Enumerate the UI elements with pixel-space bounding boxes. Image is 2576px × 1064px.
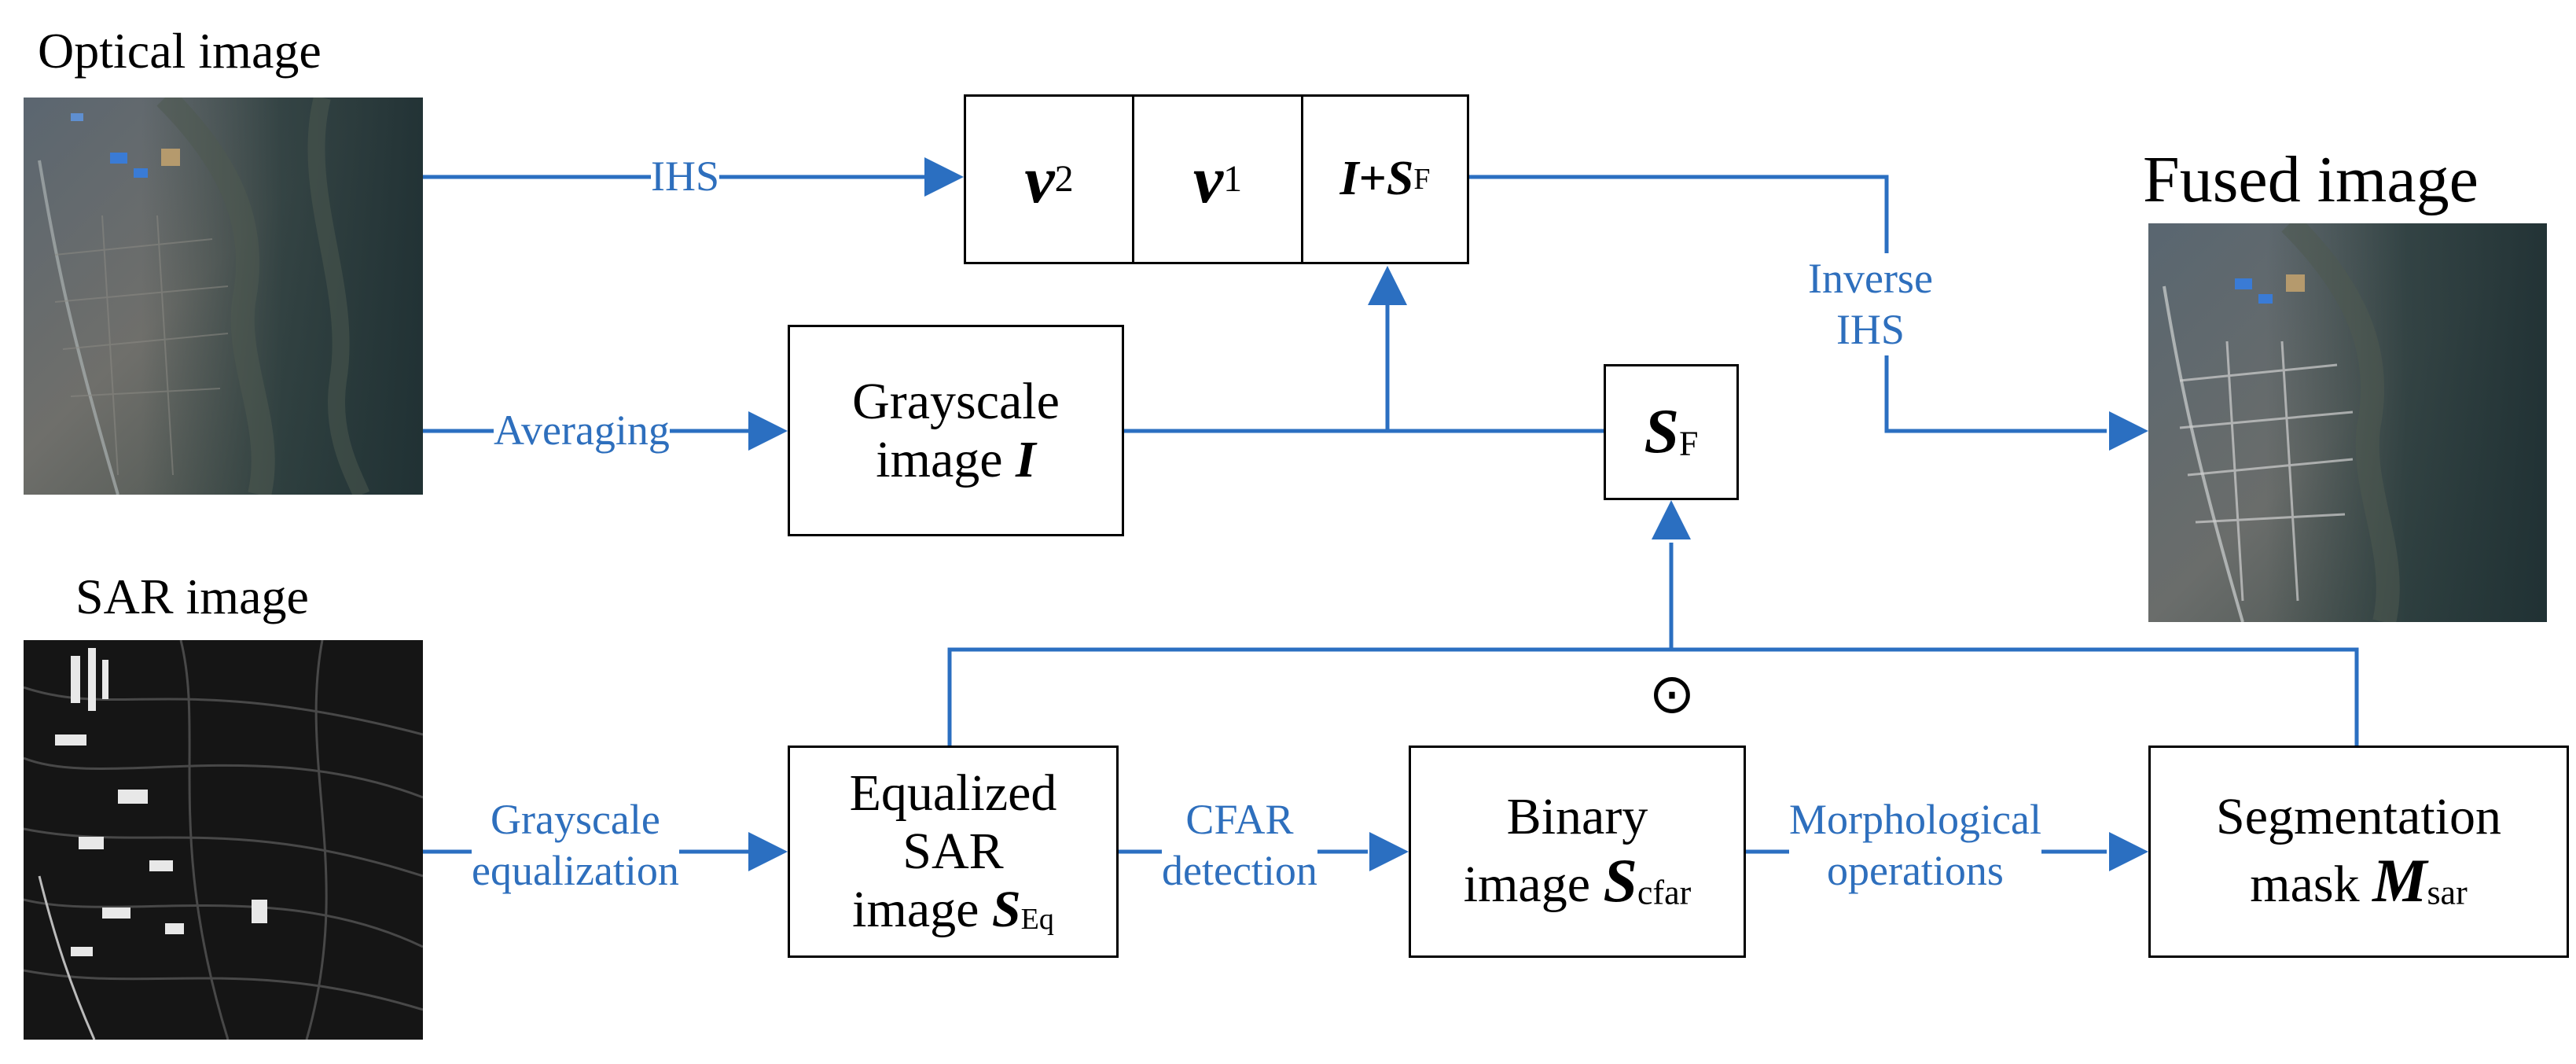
s-symbol: S (1386, 152, 1414, 206)
equalized-line3: image SEq (850, 881, 1057, 939)
ihs-label: IHS (651, 151, 720, 202)
segmentation-mask-box: Segmentation mask Msar (2148, 746, 2569, 958)
morphological-operations-label: Morphological operations (1789, 794, 2041, 896)
segmentation-line1: Segmentation (2216, 788, 2501, 846)
segmentation-symbol: M (2372, 846, 2427, 915)
binary-symbol: S (1603, 846, 1637, 915)
binary-line2-text: image (1463, 856, 1590, 914)
cfar-detection-label: CFAR detection (1162, 794, 1317, 896)
inverse-ihs-line2: IHS (1836, 305, 1905, 353)
optical-image-title: Optical image (38, 23, 322, 79)
sar-image-title: SAR image (75, 569, 309, 624)
optical-image (24, 98, 423, 495)
v2-symbol: v (1024, 141, 1055, 217)
averaging-label: Averaging (494, 405, 670, 456)
equalized-line2: SAR (902, 823, 1004, 881)
morphological-operations-line2: operations (1827, 846, 2004, 894)
binary-subscript: cfar (1637, 873, 1692, 912)
i-symbol: I (1339, 152, 1359, 206)
cfar-detection-line2: detection (1162, 846, 1317, 894)
sf-box: SF (1604, 364, 1739, 500)
grayscale-line2-text: image (876, 430, 1003, 488)
v1-symbol: v (1192, 141, 1224, 217)
cfar-detection-line1: CFAR (1185, 796, 1294, 843)
element-wise-product-operator: ⊙ (1648, 661, 1696, 726)
fused-image-title: Fused image (2143, 143, 2479, 216)
equalized-line3-text: image (852, 880, 979, 938)
grayscale-image-box: Grayscale image I (788, 325, 1124, 536)
grayscale-symbol: I (1016, 430, 1036, 488)
sar-image (24, 640, 423, 1040)
binary-line1: Binary (1506, 788, 1648, 846)
equalized-symbol: S (991, 880, 1021, 938)
equalized-subscript: Eq (1020, 902, 1054, 936)
segmentation-subscript: sar (2427, 873, 2468, 912)
segmentation-line2-text: mask (2250, 856, 2360, 914)
v1-subscript: 1 (1223, 158, 1243, 201)
equalized-line1: Equalized (849, 764, 1057, 823)
binary-line2: image Scfar (1464, 846, 1692, 915)
inverse-ihs-line1: Inverse (1808, 255, 1933, 302)
grayscale-line1: Grayscale (852, 372, 1060, 430)
equalized-sar-box: Equalized SAR image SEq (788, 746, 1119, 958)
sf-symbol: S (1644, 396, 1680, 466)
grayscale-equalization-label: Grayscale equalization (472, 794, 679, 896)
binary-image-box: Binary image Scfar (1409, 746, 1746, 958)
morphological-operations-line1: Morphological (1789, 796, 2041, 843)
plus-sign: + (1358, 152, 1387, 206)
grayscale-equalization-line2: equalization (472, 846, 679, 894)
inverse-ihs-label: Inverse IHS (1808, 253, 1933, 355)
sf-subscript: F (1413, 162, 1431, 196)
fused-image (2148, 223, 2547, 622)
grayscale-equalization-line1: Grayscale (491, 796, 660, 843)
sf-box-subscript: F (1679, 424, 1699, 463)
segmentation-line2: mask Msar (2216, 846, 2501, 915)
v2-subscript: 2 (1054, 158, 1074, 201)
grayscale-line2: image I (852, 431, 1060, 489)
